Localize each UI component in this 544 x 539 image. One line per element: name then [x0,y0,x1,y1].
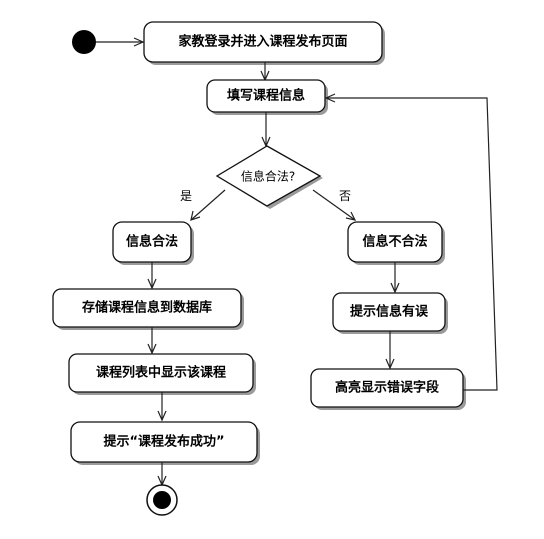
activity-highlight-error: 高亮显示错误字段 [310,368,466,410]
guard-yes: 是 [180,189,192,203]
edge-decision-to-valid [190,189,226,221]
arrowhead [147,278,157,290]
final-node [146,484,178,516]
activity-list-show: 课程列表中显示该课程 [68,353,256,395]
guard-no: 否 [339,189,351,203]
edge-decision-to-invalid [312,189,356,221]
activity-highlight-error-label: 高亮显示错误字段 [335,380,439,396]
activity-prompt-error-label: 提示信息有误 [350,304,429,320]
activity-store-label: 存储课程信息到数据库 [82,300,212,316]
edge-highlight-loop-back [326,97,498,391]
activity-login-label: 家教登录并进入课程发布页面 [178,34,347,50]
activity-store: 存储课程信息到数据库 [52,288,244,330]
arrowhead [324,93,336,103]
arrowhead [133,37,145,47]
activity-prompt-error: 提示信息有误 [332,292,448,334]
activity-fill-info-label: 填写课程信息 [227,88,305,104]
activity-login: 家教登录并进入课程发布页面 [143,21,385,65]
arrowhead [345,211,357,221]
arrowhead [390,282,400,294]
arrowhead [385,358,395,370]
decision-question: 信息合法? [241,169,295,184]
activity-invalid-label: 信息不合法 [362,234,427,250]
activity-valid: 信息合法 [112,221,194,265]
decision-node: 信息合法? [215,145,323,209]
activity-fill-info: 填写课程信息 [206,79,328,115]
arrowhead [157,410,167,422]
activity-prompt-success: 提示“课程发布成功” [70,421,260,465]
activity-valid-label: 信息合法 [126,234,178,250]
initial-node [72,30,96,54]
activity-prompt-success-label: 提示“课程发布成功” [103,434,224,450]
arrowhead [147,343,157,355]
arrowhead [190,210,201,221]
activity-list-show-label: 课程列表中显示该课程 [96,365,226,381]
activity-invalid: 信息不合法 [347,221,445,265]
